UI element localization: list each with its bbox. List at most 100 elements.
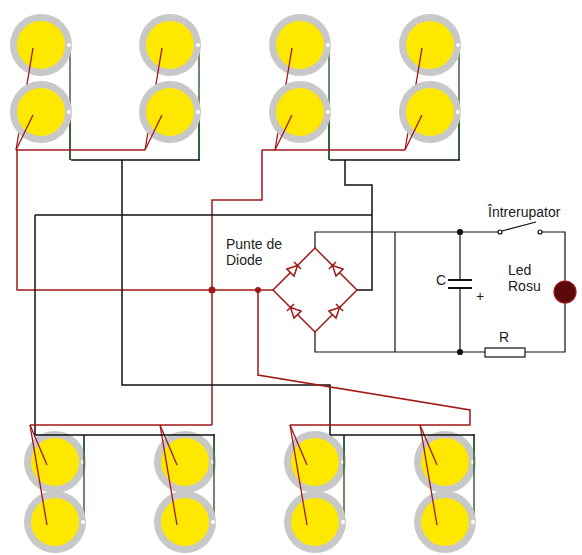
piezo-disc xyxy=(399,14,461,160)
wire xyxy=(315,232,500,248)
red-wire xyxy=(212,150,262,425)
piezo-disc xyxy=(10,14,72,160)
black-wire xyxy=(122,215,330,435)
piezo-disc xyxy=(139,14,201,160)
disc-ring xyxy=(154,431,216,493)
solder-point xyxy=(67,43,71,47)
disc-ring xyxy=(399,14,461,76)
disc-ceramic xyxy=(31,498,79,546)
red-wire xyxy=(30,425,47,465)
component-label: R xyxy=(499,329,509,345)
disc-ring xyxy=(284,491,346,553)
piezo-disc xyxy=(10,81,72,160)
junction-dot xyxy=(458,230,463,235)
led-symbol xyxy=(554,281,576,303)
wires xyxy=(16,150,475,435)
component-label: C xyxy=(436,272,446,288)
disc-ceramic xyxy=(406,88,454,136)
disc-ceramic xyxy=(146,21,194,69)
red-wire xyxy=(420,425,437,465)
red-wire xyxy=(30,425,47,525)
solder-point xyxy=(456,110,460,114)
red-wire xyxy=(16,149,145,151)
red-wire xyxy=(17,150,273,290)
black-wire xyxy=(330,159,460,161)
component-label: Punte de Diode xyxy=(226,236,288,268)
solder-point xyxy=(341,520,345,524)
switch-contact xyxy=(538,230,542,234)
disc-ring xyxy=(154,491,216,553)
solder-point xyxy=(326,43,330,47)
diode-symbol xyxy=(287,262,301,276)
piezo-disc xyxy=(399,81,461,160)
red-wire xyxy=(30,424,212,426)
solder-point xyxy=(196,110,200,114)
capacitor-plate xyxy=(448,279,472,281)
red-wire xyxy=(16,115,33,150)
black-wire xyxy=(343,435,344,522)
disc-ring xyxy=(24,491,86,553)
disc-ring xyxy=(284,431,346,493)
black-wire xyxy=(345,160,372,290)
switch-contact xyxy=(498,230,502,234)
disc-ceramic xyxy=(161,498,209,546)
red-wire xyxy=(290,425,307,525)
red-wire xyxy=(405,115,422,150)
red-wire xyxy=(160,425,177,465)
dc-circuit xyxy=(315,222,576,357)
diode-bridge xyxy=(273,248,357,332)
disc-ring xyxy=(269,14,331,76)
solder-point xyxy=(326,110,330,114)
disc-ring xyxy=(269,81,331,143)
junction-dot xyxy=(209,287,216,294)
wire xyxy=(525,303,565,352)
solder-point xyxy=(211,520,215,524)
wire xyxy=(459,232,460,280)
piezo-disc xyxy=(24,425,86,553)
red-wire xyxy=(145,115,162,150)
disc-ceramic xyxy=(406,21,454,69)
disc-ring xyxy=(10,14,72,76)
red-wire xyxy=(258,290,470,425)
disc-ceramic xyxy=(276,21,324,69)
black-wire xyxy=(35,214,372,216)
solder-point xyxy=(456,43,460,47)
disc-ring xyxy=(139,14,201,76)
black-wire xyxy=(35,434,215,436)
disc-ring xyxy=(414,431,476,493)
black-wire xyxy=(34,215,36,435)
black-wire xyxy=(71,159,200,161)
solder-point xyxy=(81,520,85,524)
component-label: Led Rosu xyxy=(508,262,553,294)
disc-ring xyxy=(139,81,201,143)
resistor-symbol xyxy=(485,348,525,357)
solder-point xyxy=(67,110,71,114)
red-wire xyxy=(160,425,177,525)
piezo-disc xyxy=(414,425,476,553)
red-wire xyxy=(262,149,405,151)
component-label: + xyxy=(476,288,484,304)
disc-ceramic xyxy=(421,498,469,546)
disc-ring xyxy=(399,81,461,143)
disc-ring xyxy=(414,491,476,553)
junction-dot xyxy=(458,350,463,355)
piezo-discs xyxy=(10,14,476,553)
wire xyxy=(459,288,460,352)
disc-ceramic xyxy=(146,88,194,136)
piezo-disc xyxy=(269,14,331,160)
junction-dot xyxy=(255,287,261,293)
disc-ring xyxy=(24,431,86,493)
diode-symbol xyxy=(287,304,301,318)
solder-point xyxy=(196,43,200,47)
red-wire xyxy=(420,425,437,525)
wire xyxy=(540,232,565,281)
disc-ceramic xyxy=(17,21,65,69)
switch-lever xyxy=(502,222,536,231)
solder-point xyxy=(471,520,475,524)
red-wire xyxy=(290,425,307,465)
piezo-disc xyxy=(139,81,201,160)
component-label: Întrerupator xyxy=(488,204,560,220)
wire xyxy=(394,232,395,352)
piezo-disc xyxy=(269,81,331,160)
